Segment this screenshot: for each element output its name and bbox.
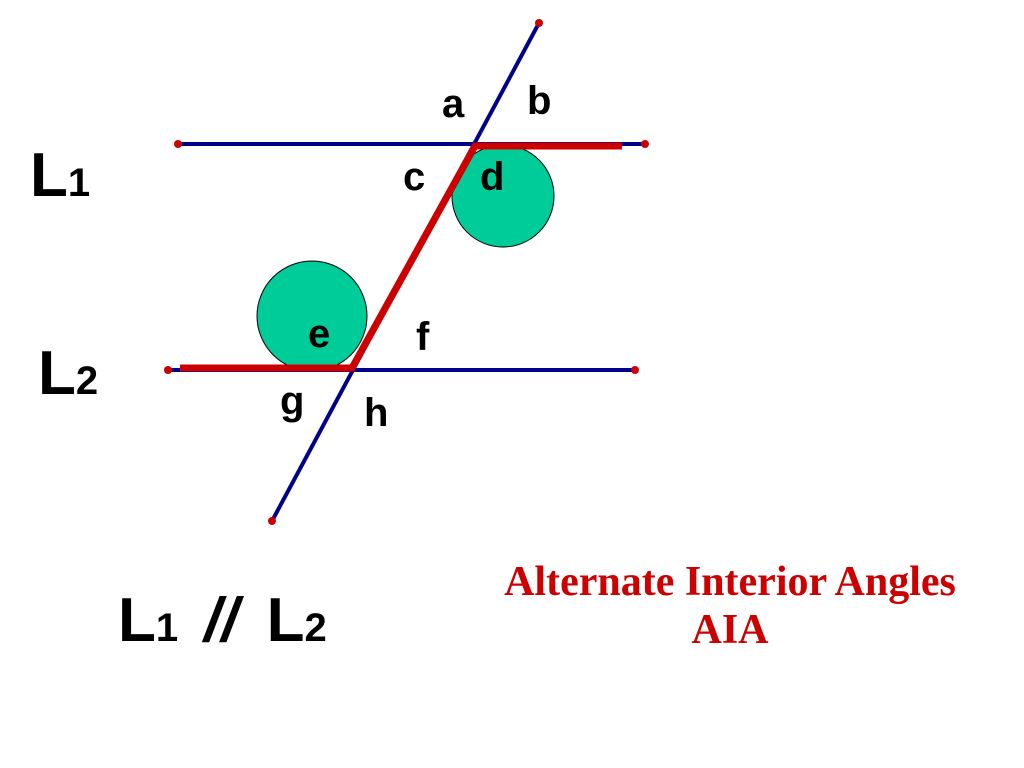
- parallel-symbol: //: [204, 586, 239, 655]
- statement-left-letter: L: [118, 586, 156, 655]
- line-label-l2: L2: [38, 343, 98, 405]
- angle-label-c: c: [403, 155, 425, 199]
- line-label-l2-subscript: 2: [75, 359, 99, 403]
- l2-left-endpoint: [164, 366, 172, 374]
- alternate-interior-highlight: [180, 142, 622, 372]
- statement-right-subscript: 2: [304, 606, 327, 650]
- line-label-l1-subscript: 1: [67, 161, 91, 205]
- line-label-l1-letter: L: [30, 141, 68, 210]
- angle-label-b: b: [527, 79, 551, 123]
- transversal-top-endpoint: [535, 19, 543, 27]
- angle-label-f: f: [416, 315, 430, 359]
- angle-label-e: e: [308, 312, 330, 356]
- line-label-l2-letter: L: [38, 339, 76, 408]
- l1-right-endpoint: [641, 140, 649, 148]
- l2-right-endpoint: [631, 366, 639, 374]
- statement-right-letter: L: [266, 586, 305, 655]
- statement-left-subscript: 1: [155, 606, 179, 650]
- caption-title: Alternate Interior Angles: [504, 559, 956, 605]
- angle-label-h: h: [364, 391, 388, 435]
- l1-left-endpoint: [174, 140, 182, 148]
- caption-abbreviation: AIA: [691, 607, 769, 654]
- angle-label-d: d: [480, 155, 504, 199]
- line-label-l1: L1: [30, 145, 90, 207]
- parallel-statement: L1//L2: [118, 590, 327, 652]
- transversal-bottom-endpoint: [268, 517, 276, 525]
- angle-label-g: g: [280, 379, 304, 423]
- angle-label-a: a: [442, 82, 465, 126]
- caption: Alternate Interior Angles AIA: [450, 558, 1010, 655]
